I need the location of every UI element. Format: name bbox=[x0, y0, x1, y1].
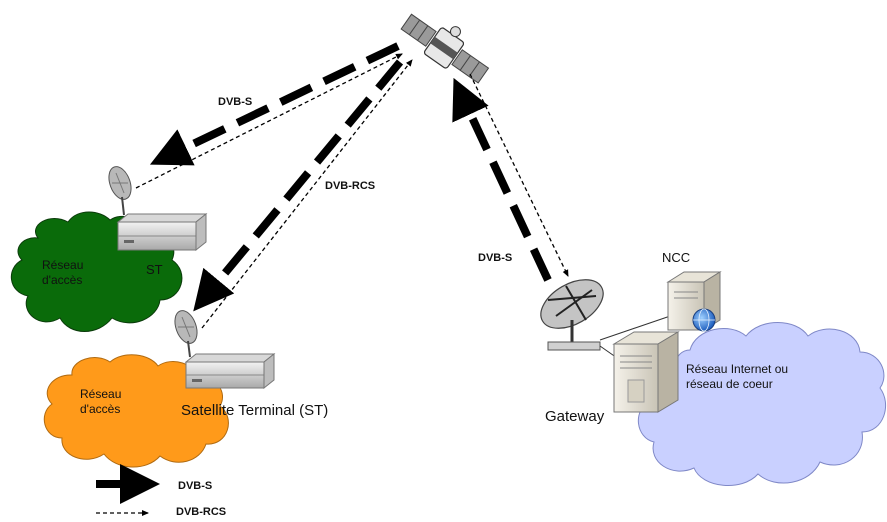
blue-cloud-label: Réseau Internet ou réseau de coeur bbox=[686, 362, 789, 391]
dvb-rcs-label: DVB-RCS bbox=[325, 180, 376, 192]
legend-dvb-rcs-label: DVB-RCS bbox=[176, 506, 227, 518]
legend-dvb-s-label: DVB-S bbox=[178, 480, 213, 492]
modem-icon bbox=[184, 352, 276, 390]
dvb-rcs-arrow-from-st bbox=[135, 53, 403, 189]
links bbox=[135, 42, 569, 329]
orange-cloud-label: Réseau d'accès bbox=[80, 387, 122, 416]
dish-antenna-icon bbox=[174, 310, 198, 358]
green-cloud-label: Réseau d'accès bbox=[42, 258, 84, 287]
satellite-icon bbox=[400, 13, 490, 84]
legend bbox=[96, 464, 160, 516]
dvb-s-arrow-to-satellite-terminal bbox=[193, 59, 404, 312]
dish-antenna-icon bbox=[108, 166, 132, 216]
satellite-terminal-label: Satellite Terminal (ST) bbox=[181, 402, 329, 419]
st-label: ST bbox=[146, 262, 163, 277]
modem-icon bbox=[116, 212, 208, 252]
dvb-s-label-top: DVB-S bbox=[218, 96, 253, 108]
gateway-label: Gateway bbox=[545, 408, 605, 425]
ncc-label: NCC bbox=[662, 250, 691, 265]
dvb-s-label-gateway: DVB-S bbox=[478, 252, 513, 264]
orange-cloud bbox=[43, 354, 229, 468]
dvb-s-arrow-to-st bbox=[149, 42, 400, 166]
dvb-s-arrow-gateway-uplink bbox=[452, 77, 552, 282]
globe-icon bbox=[692, 308, 716, 332]
dvb-rcs-arrow-to-gateway bbox=[469, 73, 569, 277]
server-icon bbox=[612, 331, 680, 413]
dvb-rcs-arrow-from-satellite-terminal bbox=[201, 59, 413, 329]
gateway-dish-icon bbox=[540, 279, 604, 351]
